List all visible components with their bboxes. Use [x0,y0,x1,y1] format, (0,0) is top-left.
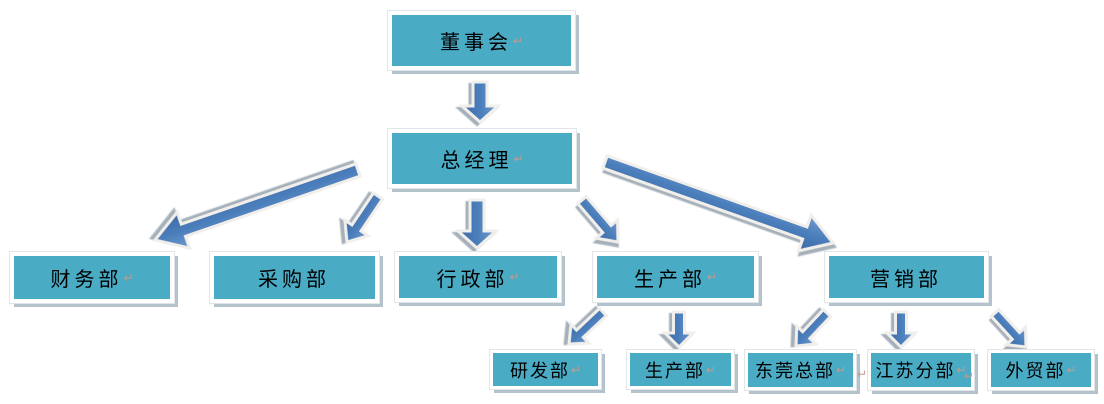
org-node-trade[interactable]: 外贸部↵ [987,349,1095,391]
org-node-gm[interactable]: 总经理↵ [387,128,577,189]
org-node-board-label: 董事会 [439,32,512,54]
return-mark-icon: ↵ [835,363,847,377]
arrow-gm-to-marketing[interactable] [599,144,840,261]
org-node-jiangsu-label: 江苏分部 [875,361,956,381]
org-node-production2[interactable]: 生产部↵ [626,349,735,390]
org-node-production2-label: 生产部 [644,360,705,381]
org-node-admin-label: 行政部 [436,268,509,291]
org-node-rnd-label: 研发部 [509,360,570,381]
org-node-finance-label: 财务部 [50,269,123,291]
arrow-gm-to-finance[interactable] [149,152,364,258]
return-mark-icon: ↵ [570,362,582,377]
org-node-admin[interactable]: 行政部↵ [394,251,562,303]
paragraph-mark-icon: ↵ [857,367,868,381]
arrow-marketing-to-jiangsu[interactable] [883,310,919,350]
org-node-rnd[interactable]: 研发部↵ [489,349,602,390]
org-node-board[interactable]: 董事会↵ [387,10,576,71]
return-mark-icon: ↵ [509,270,520,284]
arrow-production-to-rnd[interactable] [560,303,612,354]
return-mark-icon: ↵ [956,363,967,377]
org-node-finance[interactable]: 财务部↵ [9,251,175,304]
org-node-purchasing-label: 采购部 [258,269,330,291]
org-node-dongguan[interactable]: 东莞总部↵ [744,349,857,391]
paragraph-mark-icon: ↵ [964,369,975,383]
arrow-board-to-gm[interactable] [458,80,502,125]
arrow-gm-to-purchasing[interactable] [335,188,389,250]
return-mark-icon: ↵ [123,270,134,285]
return-mark-icon: ↵ [706,270,718,284]
org-node-gm-label: 总经理 [440,150,513,172]
return-mark-icon: ↵ [513,151,524,166]
arrow-marketing-to-trade[interactable] [985,304,1035,356]
org-node-trade-label: 外贸部 [1005,361,1066,381]
return-mark-icon: ↵ [705,362,717,377]
org-node-marketing-label: 营销部 [870,268,942,291]
org-node-purchasing[interactable]: 采购部 [209,251,380,304]
org-node-production-label: 生产部 [633,268,706,291]
arrow-gm-to-admin[interactable] [454,198,500,251]
org-node-dongguan-label: 东莞总部 [754,361,835,381]
arrow-production-to-production2[interactable] [661,310,697,350]
return-mark-icon: ↵ [1066,363,1077,377]
org-node-jiangsu[interactable]: 江苏分部↵ [867,349,975,391]
arrow-gm-to-production[interactable] [571,191,628,251]
org-node-marketing[interactable]: 营销部 [824,251,989,303]
arrow-marketing-to-dongguan[interactable] [787,304,837,355]
org-node-production[interactable]: 生产部↵ [592,251,759,303]
return-mark-icon: ↵ [512,33,524,48]
